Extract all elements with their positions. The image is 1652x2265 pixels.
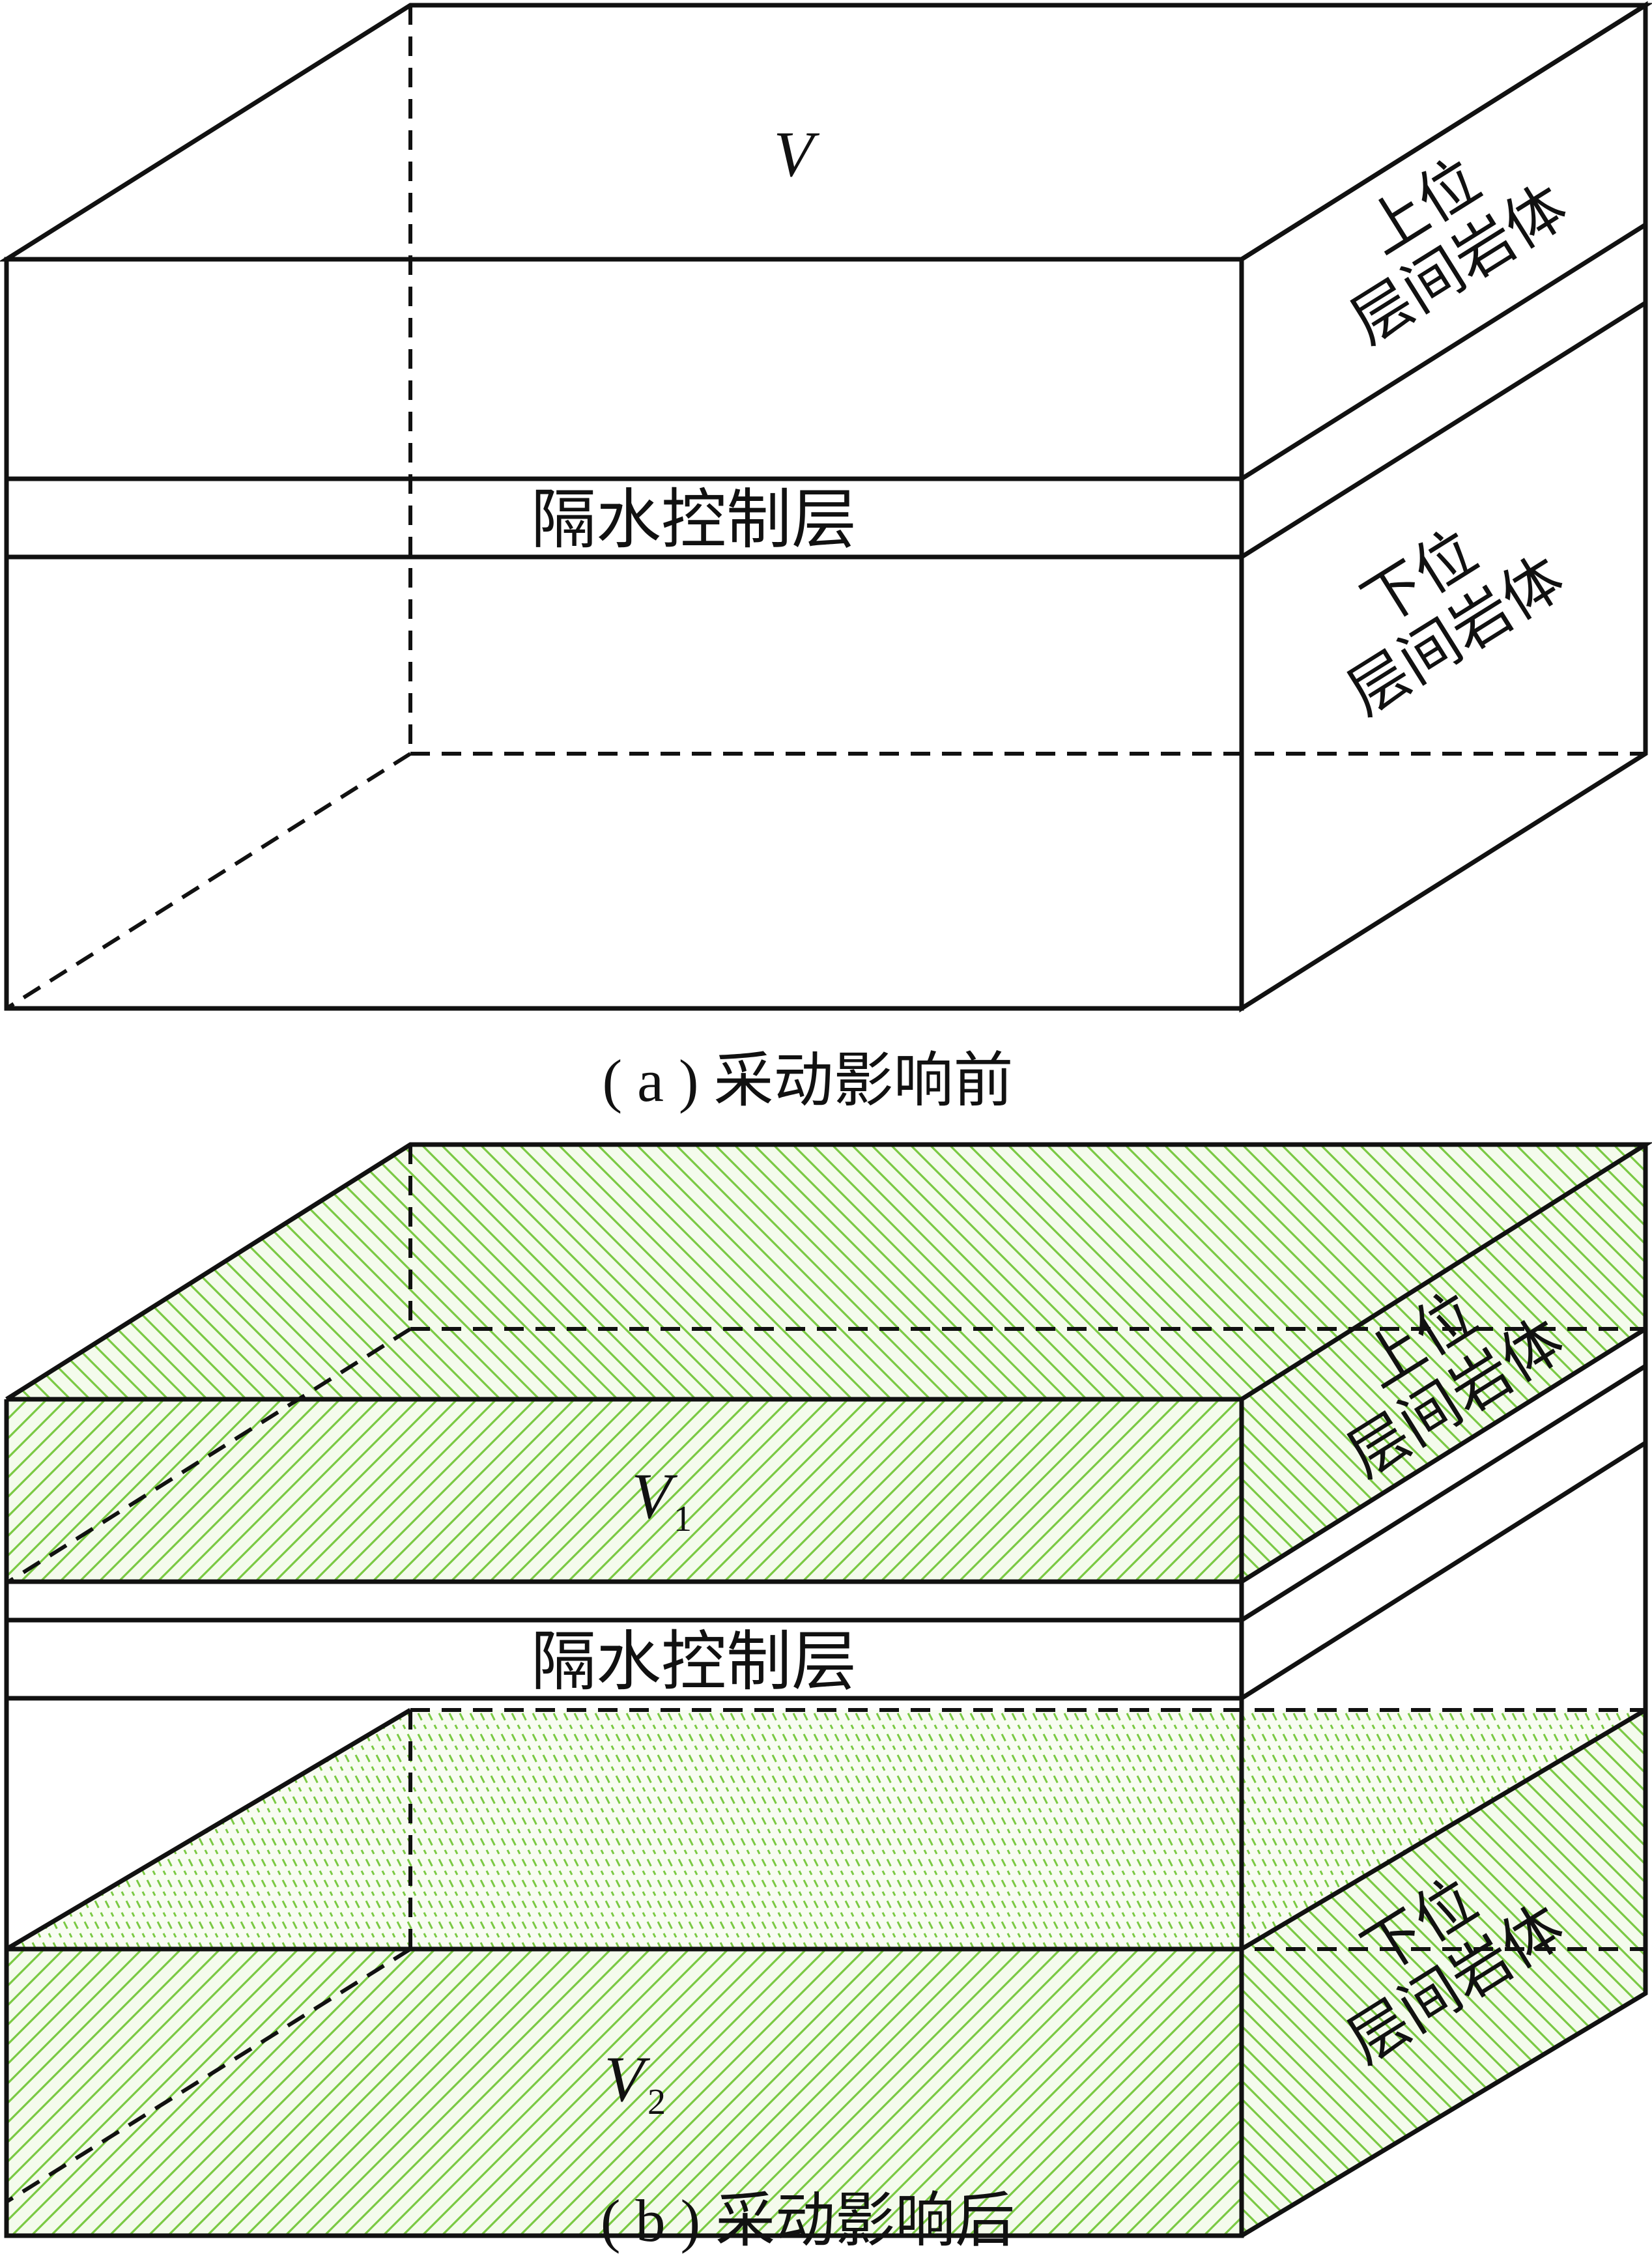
lower-side-block-b xyxy=(1242,1710,1645,2236)
panel-b: V 1 隔水控制层 V 2 上位 层间岩体 下位 层间岩体 ( b ) 采动影响… xyxy=(4,1142,1652,2254)
upper-front-block-b xyxy=(7,1399,1242,1582)
hidden-edges-a xyxy=(5,5,1645,1010)
svg-text:V: V xyxy=(604,2043,650,2115)
upper-top-face-b xyxy=(7,1145,1645,1399)
outline-edges-b xyxy=(4,1142,1652,2238)
side-face-a xyxy=(1239,1,1648,1013)
front-face-a xyxy=(4,257,1244,1011)
upper-gap-side-b xyxy=(1242,1329,1645,1620)
lower-volume-label-b: V 2 xyxy=(604,2043,666,2122)
aquiclude-side-a xyxy=(1239,220,1648,562)
caption-b: ( b ) 采动影响后 xyxy=(601,2187,1015,2254)
caption-a: ( a ) 采动影响前 xyxy=(602,1047,1013,1114)
lower-front-block-b xyxy=(7,1949,1242,2236)
aquiclude-label-b: 隔水控制层 xyxy=(531,1623,857,1700)
aquiclude-label-a: 隔水控制层 xyxy=(531,481,857,558)
panel-a: V 隔水控制层 上位 层间岩体 下位 层间岩体 ( a ) 采动影响前 xyxy=(0,1,1652,1114)
upper-side-block-b xyxy=(1242,1145,1645,1582)
upper-volume-label-b: V 1 xyxy=(631,1460,692,1539)
svg-text:2: 2 xyxy=(648,2082,666,2122)
svg-text:V: V xyxy=(631,1460,677,1532)
svg-text:1: 1 xyxy=(674,1499,692,1539)
volume-label-a: V xyxy=(773,118,819,190)
